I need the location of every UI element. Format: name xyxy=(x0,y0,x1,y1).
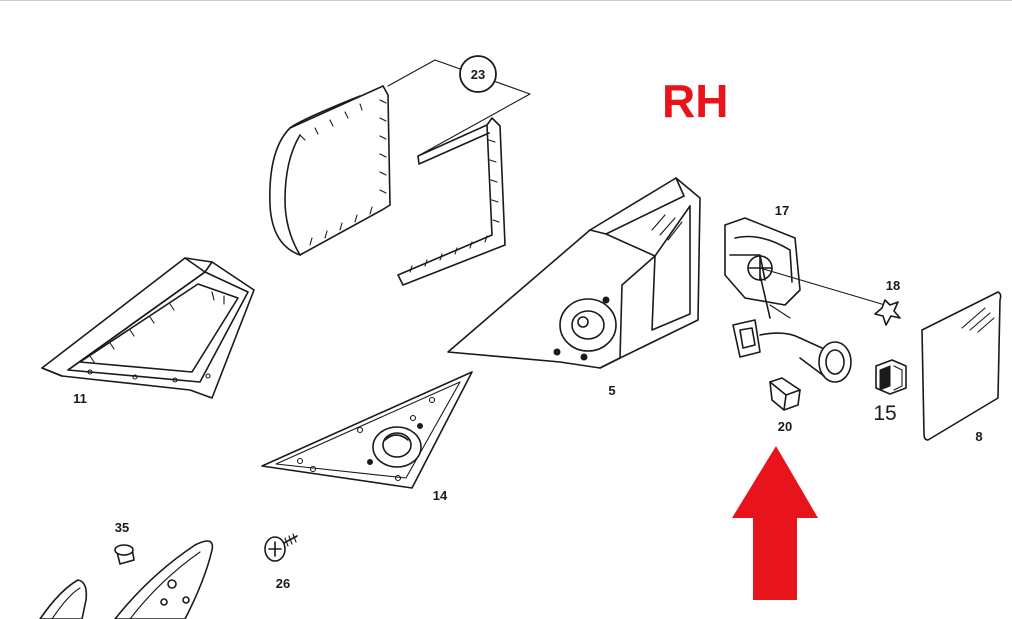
mirror-base-mount-part xyxy=(41,257,255,399)
part-number-17: 17 xyxy=(775,203,789,218)
triangle-glass-part xyxy=(261,371,473,489)
part-number-23: 23 xyxy=(471,67,485,82)
retaining-clip-part xyxy=(875,359,907,395)
highlight-arrow xyxy=(732,446,818,600)
cross-clip-part xyxy=(874,299,901,326)
side-label: RH xyxy=(662,75,728,127)
screw-26-part xyxy=(264,533,298,562)
mirror-actuator-part xyxy=(724,217,852,383)
lower-glass-partial xyxy=(39,540,214,619)
part-number-11: 11 xyxy=(73,391,87,406)
callout-circle-23 xyxy=(459,55,497,93)
plug-part xyxy=(769,377,801,411)
part-number-35: 35 xyxy=(115,520,129,535)
housing-cover-part xyxy=(269,59,531,286)
part-number-14: 14 xyxy=(433,488,448,503)
mirror-housing-part xyxy=(447,177,701,369)
leader-line-18 xyxy=(759,267,886,306)
part-number-20: 20 xyxy=(778,419,792,434)
part-number-15: 15 xyxy=(873,402,896,425)
part-number-5: 5 xyxy=(608,383,615,398)
part-number-18: 18 xyxy=(886,278,900,293)
part-number-26: 26 xyxy=(276,576,290,591)
part-number-8: 8 xyxy=(975,429,982,444)
mirror-glass-part xyxy=(921,291,1002,441)
bolt-35-part xyxy=(114,544,135,565)
